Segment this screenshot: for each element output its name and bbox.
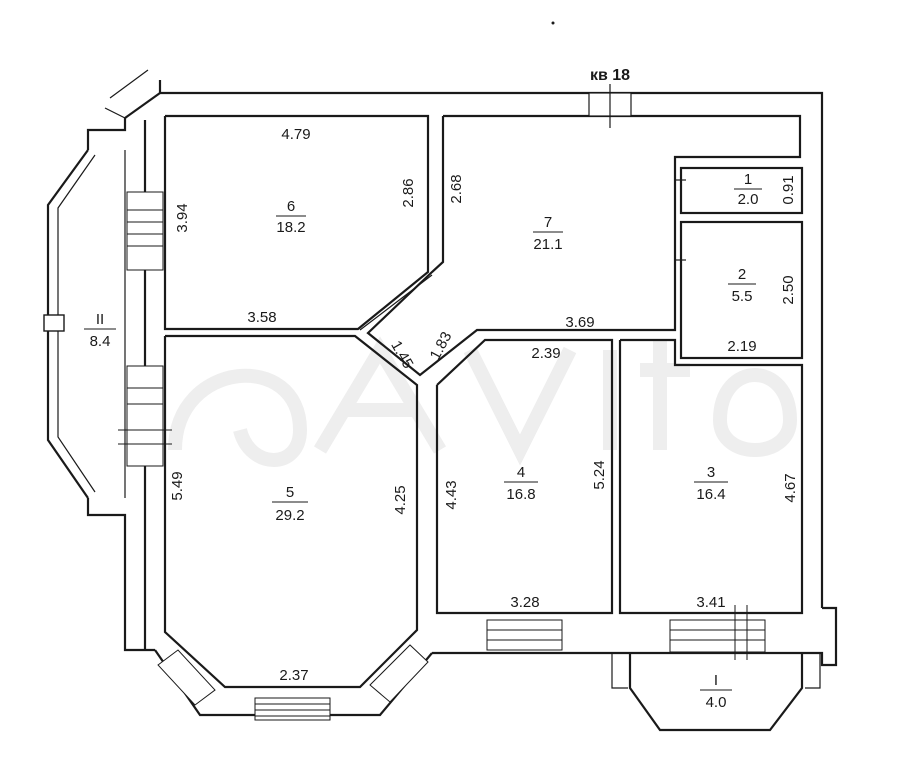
room-2-area: 5.5 bbox=[732, 288, 753, 305]
room-4-label: 4 16.8 bbox=[504, 464, 538, 503]
room-2-label: 2 5.5 bbox=[728, 266, 756, 305]
watermark bbox=[168, 336, 798, 467]
room-7-number: 7 bbox=[544, 214, 552, 231]
room-6-area: 18.2 bbox=[276, 219, 305, 236]
loggia-ii-area: 8.4 bbox=[90, 333, 111, 350]
dim-r5-right: 4.25 bbox=[392, 485, 409, 514]
dim-r5-left: 5.49 bbox=[169, 471, 186, 500]
dim-r4-top: 2.39 bbox=[531, 345, 560, 362]
room-1-number: 1 bbox=[744, 171, 752, 188]
dim-r4-bottom: 3.28 bbox=[510, 594, 539, 611]
room-5-number: 5 bbox=[286, 484, 294, 501]
room-1-walls bbox=[679, 166, 804, 215]
dimension-labels: 4.79 3.94 2.86 3.58 2.68 3.69 0.91 2.50 … bbox=[169, 126, 799, 684]
room-3-walls bbox=[618, 338, 804, 615]
room-5-label: 5 29.2 bbox=[272, 484, 308, 524]
room-5-area: 29.2 bbox=[275, 507, 304, 524]
room-3-area: 16.4 bbox=[696, 486, 725, 503]
room-7-area: 21.1 bbox=[533, 236, 562, 253]
dim-corridor-b: 1.83 bbox=[427, 329, 456, 363]
room-7-walls bbox=[366, 114, 802, 377]
balcony-i-label: I 4.0 bbox=[700, 672, 732, 711]
loggia-ii-marker bbox=[43, 314, 65, 332]
loggia-ii-label: II 8.4 bbox=[84, 311, 116, 350]
room-4-area: 16.8 bbox=[506, 486, 535, 503]
room-3-label: 3 16.4 bbox=[694, 464, 728, 503]
dim-r4-left: 4.43 bbox=[443, 480, 460, 509]
room-3-number: 3 bbox=[707, 464, 715, 481]
dim-r6-bottom: 3.58 bbox=[247, 309, 276, 326]
room-5-walls bbox=[163, 334, 419, 689]
room-labels: 6 18.2 7 21.1 1 2.0 2 5.5 5 29.2 4 16.8 bbox=[84, 171, 762, 711]
dim-r2-bottom: 2.19 bbox=[727, 338, 756, 355]
room-6-walls bbox=[163, 114, 430, 331]
windows bbox=[118, 179, 766, 721]
entrance-door bbox=[588, 84, 632, 128]
corridor-door bbox=[359, 274, 433, 331]
room-4-number: 4 bbox=[517, 464, 525, 481]
room-2-walls bbox=[679, 220, 804, 360]
dim-r6-top: 4.79 bbox=[281, 126, 310, 143]
room-6-label: 6 18.2 bbox=[276, 198, 306, 236]
loggia-ii-outline bbox=[43, 149, 126, 499]
dim-r6-left: 3.94 bbox=[174, 203, 191, 232]
room-1-area: 2.0 bbox=[738, 191, 759, 208]
speck-dot bbox=[551, 21, 555, 25]
room-1-label: 1 2.0 bbox=[734, 171, 762, 208]
balcony-i-area: 4.0 bbox=[706, 694, 727, 711]
dim-r7-bottom: 3.69 bbox=[565, 314, 594, 331]
loggia-ii-number: II bbox=[96, 311, 104, 328]
dim-r2-right: 2.50 bbox=[780, 275, 797, 304]
dim-r3-right: 4.67 bbox=[782, 473, 799, 502]
dim-r7-left: 2.68 bbox=[448, 174, 465, 203]
balcony-i-number: I bbox=[714, 672, 718, 689]
room-2-number: 2 bbox=[738, 266, 746, 283]
room-4-walls bbox=[435, 338, 614, 615]
dim-r3-bottom: 3.41 bbox=[696, 594, 725, 611]
room-6-number: 6 bbox=[287, 198, 295, 215]
dim-r6-right: 2.86 bbox=[400, 178, 417, 207]
room-7-label: 7 21.1 bbox=[533, 214, 563, 253]
apartment-label: кв 18 bbox=[590, 67, 630, 84]
dim-r4-right: 5.24 bbox=[591, 460, 608, 489]
dim-r5-bottom: 2.37 bbox=[279, 667, 308, 684]
dim-r1-right: 0.91 bbox=[780, 175, 797, 204]
balcony-i-outline bbox=[611, 653, 821, 732]
